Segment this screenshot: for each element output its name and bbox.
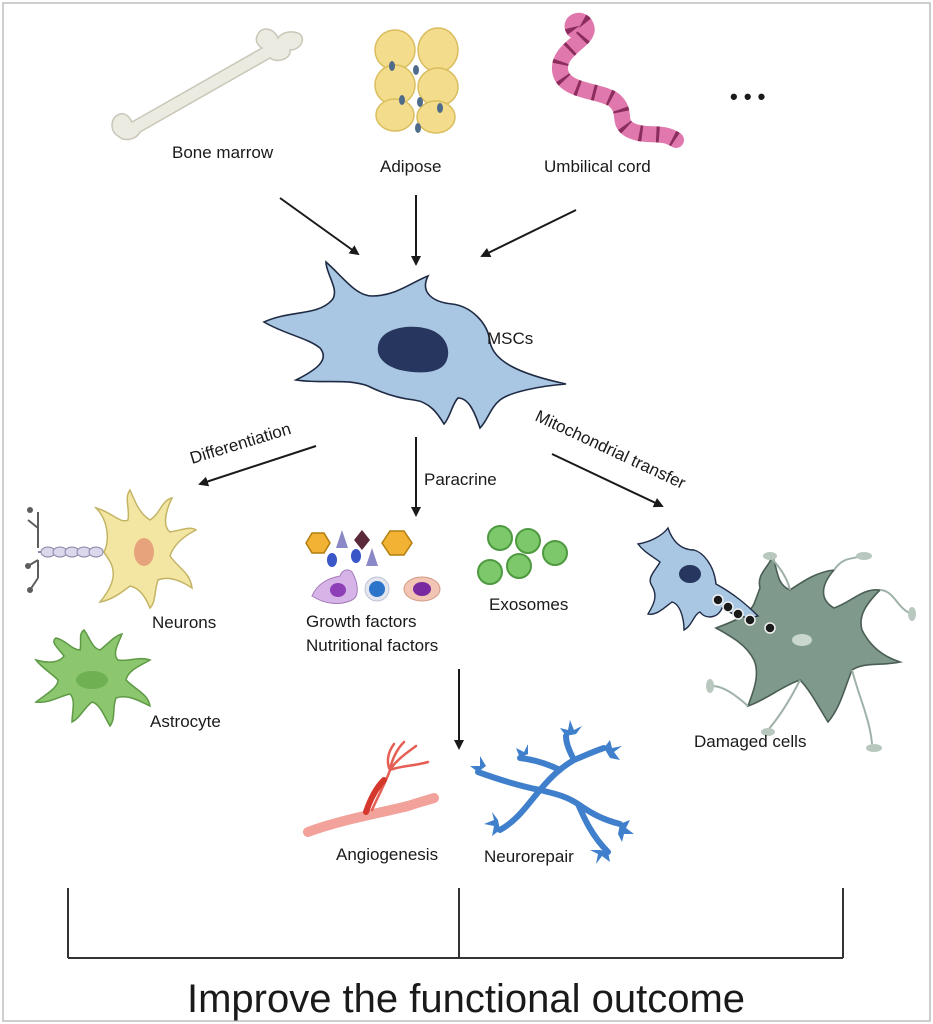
exosomes-label: Exosomes	[489, 595, 568, 614]
outcome-bracket	[67, 888, 844, 959]
outcome-title: Improve the functional outcome	[187, 977, 745, 1021]
neuron-icon	[25, 488, 198, 610]
bone-marrow-label: Bone marrow	[172, 143, 274, 162]
neurorepair-icon	[470, 720, 634, 864]
paracrine-label: Paracrine	[424, 470, 497, 489]
nutritional-factors-label: Nutritional factors	[306, 636, 438, 655]
growth-factors-label: Growth factors	[306, 612, 417, 631]
neurons-label: Neurons	[152, 613, 216, 632]
adipose-label: Adipose	[380, 157, 441, 176]
neurorepair-label: Neurorepair	[484, 847, 574, 866]
adipose-icon	[374, 27, 459, 134]
msc-cell-icon	[262, 260, 567, 430]
astrocyte-label: Astrocyte	[150, 712, 221, 731]
arrow-mitochondrial-transfer	[551, 453, 664, 508]
arrow-differentiation	[198, 445, 317, 487]
bone-marrow-icon	[111, 28, 304, 141]
damaged-cell-icon	[706, 552, 916, 752]
mscs-label: MSCs	[487, 329, 533, 348]
more-sources-ellipsis: • • •	[730, 84, 765, 109]
arrow-cord-to-msc	[480, 209, 577, 257]
mitochondria-icon	[712, 594, 776, 634]
damaged-cells-label: Damaged cells	[694, 732, 806, 751]
astrocyte-icon	[34, 628, 152, 728]
umbilical-cord-icon	[552, 12, 684, 148]
growth-factors-icon	[305, 530, 441, 604]
differentiation-label: Differentiation	[188, 419, 294, 468]
umbilical-cord-label: Umbilical cord	[544, 157, 651, 176]
angiogenesis-label: Angiogenesis	[336, 845, 438, 864]
mitochondrial-transfer-label: Mitochondrial transfer	[532, 406, 688, 492]
arrow-bone-to-msc	[279, 197, 360, 256]
exosomes-icon	[477, 525, 568, 585]
angiogenesis-icon	[303, 740, 439, 837]
